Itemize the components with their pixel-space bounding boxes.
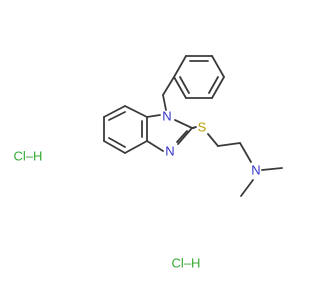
bond-c2-s xyxy=(191,126,197,129)
bond xyxy=(211,55,225,78)
bond xyxy=(173,55,187,78)
molecule-structure: N N S N Cl–H Cl–H xyxy=(14,55,283,271)
double-bond xyxy=(176,130,188,143)
atom-label-sulfur: S xyxy=(198,120,207,135)
double-bond xyxy=(179,76,190,94)
bond-n-methyl-1 xyxy=(261,167,283,171)
hcl-salt-2: Cl–H xyxy=(172,256,201,271)
bond-c2-n3 xyxy=(177,127,193,145)
atom-label-n3: N xyxy=(165,144,174,159)
bond-ch2-n xyxy=(239,142,252,163)
double-bond xyxy=(208,76,219,94)
hcl-salt-1: Cl–H xyxy=(14,149,43,164)
bond xyxy=(211,76,225,99)
double-bond xyxy=(108,137,126,148)
bond-c7a-n1 xyxy=(146,114,161,118)
bond-ch2-ch2 xyxy=(217,142,241,147)
fused-benzene-ring xyxy=(103,105,148,154)
imidazole-ring xyxy=(146,114,193,152)
bond xyxy=(103,105,126,118)
bond xyxy=(124,105,148,118)
atom-label-amine-n: N xyxy=(251,163,260,178)
bond-n3-c3a xyxy=(146,140,164,152)
bond-n1-c2 xyxy=(174,119,193,129)
atom-label-n1: N xyxy=(162,109,171,124)
bond-ch2-n1 xyxy=(162,94,167,111)
benzyl-phenyl-ring xyxy=(173,55,225,99)
bond-n-methyl-2 xyxy=(240,179,254,197)
bond-s-ch2 xyxy=(207,133,219,147)
bond xyxy=(173,76,187,99)
bond xyxy=(124,140,148,154)
bond xyxy=(103,140,126,154)
double-bond xyxy=(108,111,126,121)
bond-benzyl-ch2 xyxy=(162,76,175,96)
